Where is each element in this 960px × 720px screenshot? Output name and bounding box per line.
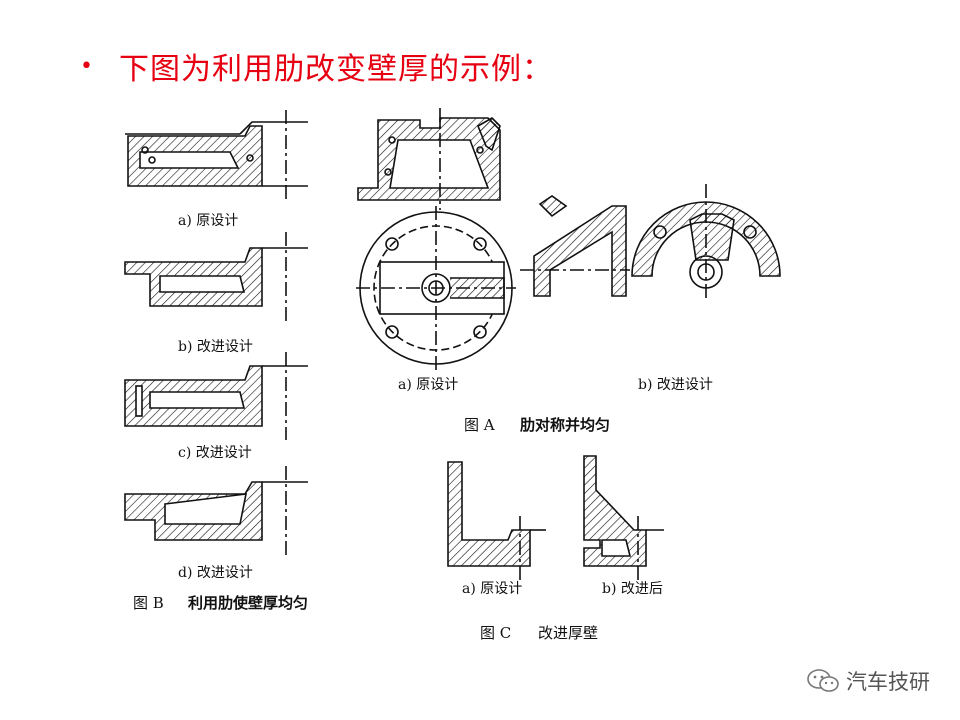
figure-a-caption-a: a) 原设计 bbox=[398, 377, 459, 393]
figure-a-original-plan bbox=[356, 206, 516, 370]
figure-b-caption-c: c) 改进设计 bbox=[178, 445, 252, 461]
figure-a-title: 肋对称并均匀 bbox=[520, 416, 611, 434]
figure-b-drawing-b bbox=[124, 232, 308, 322]
figure-c-caption-a: a) 原设计 bbox=[462, 581, 523, 597]
figure-b-drawing-a bbox=[125, 110, 308, 200]
figure-a-original-section bbox=[357, 108, 501, 210]
figure-a-improved-plan bbox=[631, 184, 781, 300]
figure-a-caption-b: b) 改进设计 bbox=[638, 377, 713, 393]
watermark: 汽车技研 bbox=[806, 666, 930, 696]
slide-title: 下图为利用肋改变壁厚的示例： bbox=[118, 52, 553, 87]
figure-b-drawing-d bbox=[124, 466, 308, 556]
title-row: • 下图为利用肋改变壁厚的示例： bbox=[80, 44, 553, 88]
figure-b-caption-b: b) 改进设计 bbox=[178, 339, 253, 355]
bullet: • bbox=[80, 53, 93, 79]
figure-b-label: 图 B bbox=[133, 594, 164, 612]
figure-b-caption-a: a) 原设计 bbox=[178, 213, 239, 229]
figure-c-original bbox=[447, 461, 546, 580]
figure-b-title: 利用肋使壁厚均匀 bbox=[188, 594, 309, 612]
figure-c-improved bbox=[583, 455, 664, 580]
figure-b-drawing-c bbox=[124, 352, 308, 440]
watermark-text: 汽车技研 bbox=[846, 670, 930, 694]
figure-c-caption-b: b) 改进后 bbox=[602, 581, 663, 597]
figure-a-improved-section bbox=[520, 195, 630, 297]
figure-b-caption-d: d) 改进设计 bbox=[178, 565, 253, 581]
figure-c-label: 图 C bbox=[480, 624, 512, 642]
figure-a-label: 图 A bbox=[464, 416, 495, 434]
figure-c-title: 改进厚壁 bbox=[538, 624, 599, 642]
wechat-icon bbox=[807, 669, 839, 692]
